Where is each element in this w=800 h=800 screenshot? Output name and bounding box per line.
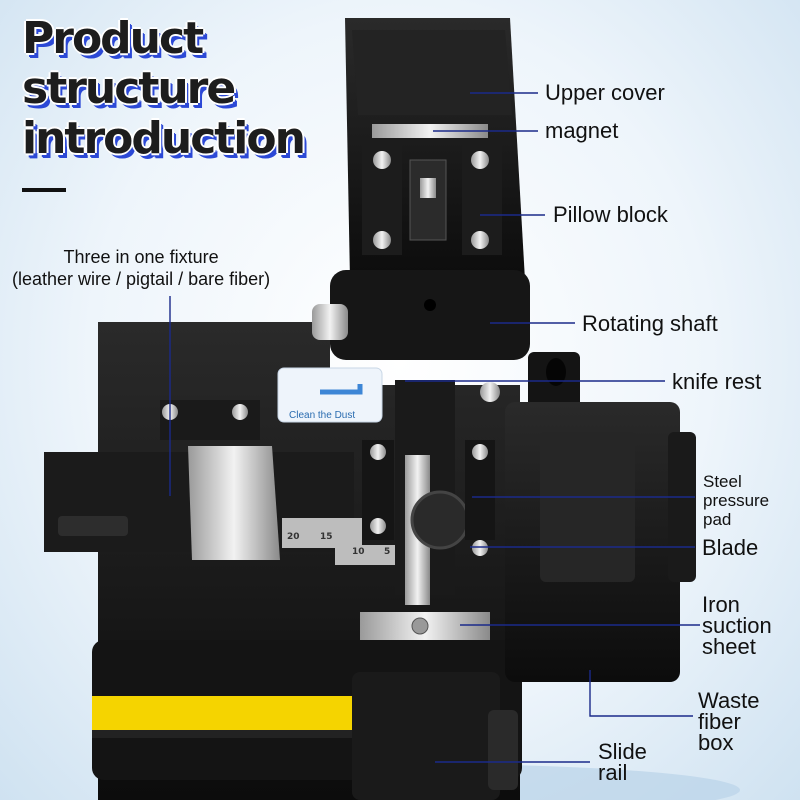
title-line-1: Product (22, 13, 204, 64)
label-fixture-line-2: (leather wire / pigtail / bare fiber) (12, 269, 271, 289)
label-waste-line: Waste (698, 688, 760, 713)
label-steel-pad-line: Steel (703, 472, 742, 491)
label-iron-line: suction (702, 613, 772, 638)
label-magnet: magnet (545, 118, 619, 143)
label-slide-line: Slide (598, 739, 647, 764)
title-line-2: structure (22, 63, 236, 114)
dust-sticker (277, 367, 383, 423)
scale-mark: 20 (287, 532, 300, 542)
callout-lines (169, 92, 700, 763)
label-waste-fiber-box: Waste fiber box (698, 688, 760, 755)
label-steel-pad-line: pad (703, 510, 732, 529)
label-iron-line: Iron (702, 592, 740, 617)
label-waste-line: fiber (698, 709, 741, 734)
yellow-strip (92, 696, 392, 732)
sticker-label: Clean the Dust (289, 410, 356, 421)
label-iron-suction-sheet: Iron suction sheet (702, 592, 772, 659)
title-underline (22, 188, 66, 192)
label-slide-rail: Slide rail (598, 739, 647, 785)
label-rotating-shaft: Rotating shaft (582, 311, 718, 336)
shaft-nut (312, 304, 348, 340)
label-slide-line: rail (598, 760, 628, 785)
label-pillow-block: Pillow block (553, 202, 668, 227)
scale-plate (282, 518, 395, 565)
scale-mark: 15 (320, 532, 333, 542)
label-waste-line: box (698, 730, 734, 755)
label-knife-rest: knife rest (672, 369, 762, 394)
label-steel-pad-line: pressure (703, 491, 770, 510)
title-line-3: introduction (22, 113, 306, 164)
label-iron-line: sheet (702, 634, 756, 659)
label-fixture: Three in one fixture (leather wire / pig… (12, 246, 270, 290)
label-steel-pressure-pad: Steel pressure pad (703, 472, 769, 529)
fixture-clip (188, 446, 280, 560)
label-blade: Blade (702, 535, 759, 560)
label-upper-cover: Upper cover (545, 80, 665, 105)
scale-mark: 5 (384, 547, 391, 557)
scale-mark: 10 (352, 547, 365, 557)
magnet-bar (372, 124, 488, 138)
slide-rail (352, 672, 500, 800)
label-fixture-line-1: Three in one fixture (63, 247, 219, 267)
page-title: Product structure introduction (22, 13, 306, 164)
